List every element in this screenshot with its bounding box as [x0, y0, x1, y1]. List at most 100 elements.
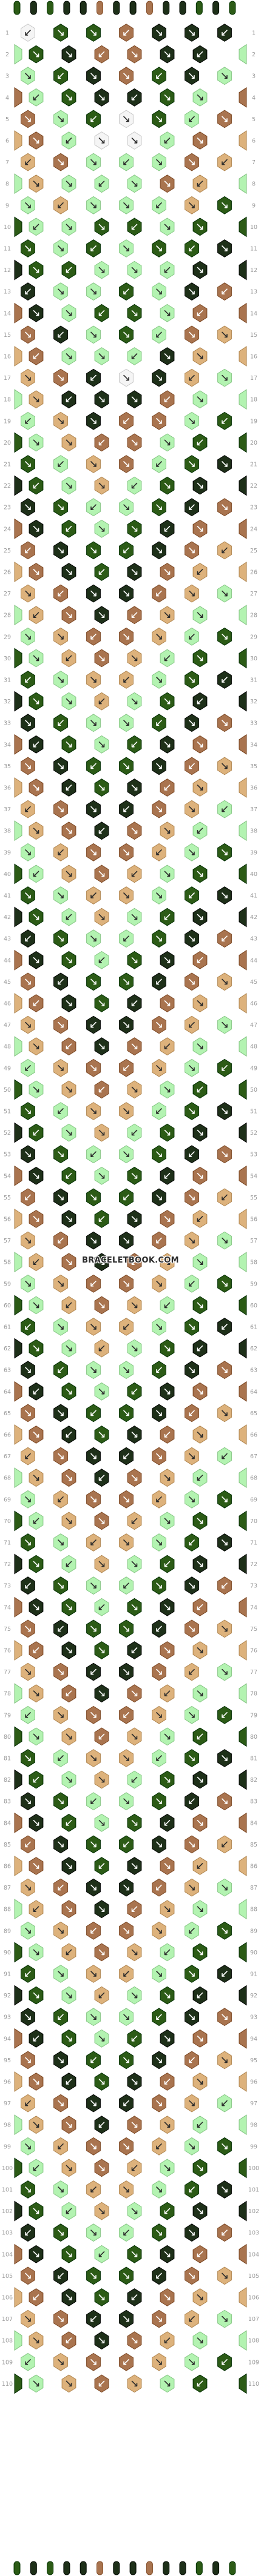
row-number-left: 45 — [4, 979, 11, 986]
knot-direction-arrow-icon — [222, 2359, 228, 2365]
row-number-left: 61 — [4, 1324, 11, 1331]
knot-direction-arrow-icon — [164, 1992, 171, 1999]
knot-direction-arrow-icon — [98, 1216, 105, 1222]
knot-direction-arrow-icon — [25, 763, 31, 769]
edge-knot — [14, 1640, 22, 1661]
knot-direction-arrow-icon — [33, 1302, 39, 1309]
row-number-right: 96 — [250, 2079, 257, 2086]
knot-direction-arrow-icon — [90, 634, 97, 640]
knot-direction-arrow-icon — [123, 1108, 129, 1114]
knot-direction-arrow-icon — [123, 2315, 129, 2322]
edge-knot — [239, 691, 247, 712]
edge-knot — [239, 389, 247, 410]
knot-direction-arrow-icon — [98, 1518, 105, 1524]
knot-direction-arrow-icon — [98, 1432, 105, 1438]
edge-knot — [14, 993, 22, 1014]
knot-direction-arrow-icon — [197, 655, 203, 662]
knot-direction-arrow-icon — [123, 2014, 129, 2020]
strand-end-bottom — [229, 2561, 236, 2575]
knot-direction-arrow-icon — [197, 914, 203, 920]
knot-direction-arrow-icon — [222, 1367, 228, 1373]
row-number-right: 59 — [250, 1281, 257, 1287]
knot-direction-arrow-icon — [33, 353, 39, 359]
edge-knot — [14, 2373, 22, 2394]
knot-direction-arrow-icon — [123, 30, 129, 36]
knot-direction-arrow-icon — [33, 1389, 39, 1395]
knot-direction-arrow-icon — [189, 2229, 195, 2236]
knot-direction-arrow-icon — [123, 1928, 129, 1934]
knot-direction-arrow-icon — [164, 2079, 171, 2085]
knot-direction-arrow-icon — [98, 1173, 105, 1179]
knot-direction-arrow-icon — [156, 1712, 162, 1718]
knot-direction-arrow-icon — [222, 1971, 228, 1977]
strand-ends-top — [13, 1, 236, 15]
knot-direction-arrow-icon — [58, 2143, 64, 2149]
knot-direction-arrow-icon — [98, 1992, 105, 1999]
knot-direction-arrow-icon — [33, 2208, 39, 2214]
row-number-right: 80 — [250, 1734, 257, 1741]
knot-direction-arrow-icon — [123, 2057, 129, 2063]
strand-end-top — [229, 1, 236, 15]
knot-direction-arrow-icon — [197, 1863, 203, 1869]
knot-direction-arrow-icon — [197, 2251, 203, 2257]
strand-end-top — [13, 1, 21, 15]
row-number-left: 16 — [4, 354, 11, 360]
strand-end-top — [179, 1, 186, 15]
knot-direction-arrow-icon — [90, 1237, 97, 1244]
knot-direction-arrow-icon — [156, 1668, 162, 1675]
knot-direction-arrow-icon — [90, 2143, 97, 2149]
knot-direction-arrow-icon — [131, 267, 138, 273]
knot-direction-arrow-icon — [123, 116, 129, 122]
row-number-right: 35 — [250, 763, 257, 770]
edge-knot — [239, 1596, 247, 1618]
edge-knot — [239, 2373, 247, 2394]
row-number-left: 77 — [4, 1669, 11, 1676]
row-number-right: 11 — [250, 246, 257, 253]
knot-direction-arrow-icon — [66, 1561, 72, 1567]
knot-direction-arrow-icon — [164, 138, 171, 144]
knot-direction-arrow-icon — [197, 439, 203, 446]
edge-knot — [239, 432, 247, 453]
knot-direction-arrow-icon — [66, 95, 72, 101]
row-number-left: 92 — [4, 1993, 11, 1999]
knot-direction-arrow-icon — [90, 2315, 97, 2322]
knot-direction-arrow-icon — [131, 1992, 138, 1999]
edge-knot — [239, 2200, 247, 2222]
knot-direction-arrow-icon — [156, 1108, 162, 1114]
knot-direction-arrow-icon — [33, 1906, 39, 1912]
knot-direction-arrow-icon — [123, 1625, 129, 1632]
knot-direction-arrow-icon — [189, 331, 195, 338]
knot-direction-arrow-icon — [25, 1971, 31, 1977]
knot-direction-arrow-icon — [123, 1324, 129, 1330]
knot-direction-arrow-icon — [66, 353, 72, 359]
row-number-left: 84 — [4, 1820, 11, 1827]
knot-direction-arrow-icon — [131, 138, 138, 144]
knot-direction-arrow-icon — [222, 1108, 228, 1114]
knot-direction-arrow-icon — [123, 1367, 129, 1373]
knot-direction-arrow-icon — [222, 1194, 228, 1201]
row-number-left: 25 — [4, 548, 11, 554]
knot-direction-arrow-icon — [156, 1971, 162, 1977]
knot-direction-arrow-icon — [90, 1755, 97, 1761]
knot-direction-arrow-icon — [98, 871, 105, 877]
knot-direction-arrow-icon — [189, 1281, 195, 1287]
knot-direction-arrow-icon — [58, 978, 64, 985]
row-number-right: 16 — [250, 354, 257, 360]
knot-direction-arrow-icon — [156, 1021, 162, 1028]
knot-direction-arrow-icon — [33, 1086, 39, 1093]
knot-direction-arrow-icon — [197, 2208, 203, 2214]
knot-direction-arrow-icon — [33, 2165, 39, 2171]
knot-direction-arrow-icon — [123, 1021, 129, 1028]
knot-direction-arrow-icon — [189, 1841, 195, 1848]
knot-direction-arrow-icon — [189, 1021, 195, 1028]
knot-direction-arrow-icon — [164, 1345, 171, 1352]
row-number-right: 56 — [250, 1217, 257, 1223]
row-number-left: 85 — [4, 1842, 11, 1848]
row-number-right: 72 — [250, 1561, 257, 1568]
knot-direction-arrow-icon — [164, 310, 171, 316]
row-number-right: 53 — [250, 1152, 257, 1158]
row-number-right: 8 — [252, 181, 256, 188]
knot-direction-arrow-icon — [222, 202, 228, 208]
edge-knot — [14, 130, 22, 151]
row-number-right: 20 — [250, 440, 257, 446]
